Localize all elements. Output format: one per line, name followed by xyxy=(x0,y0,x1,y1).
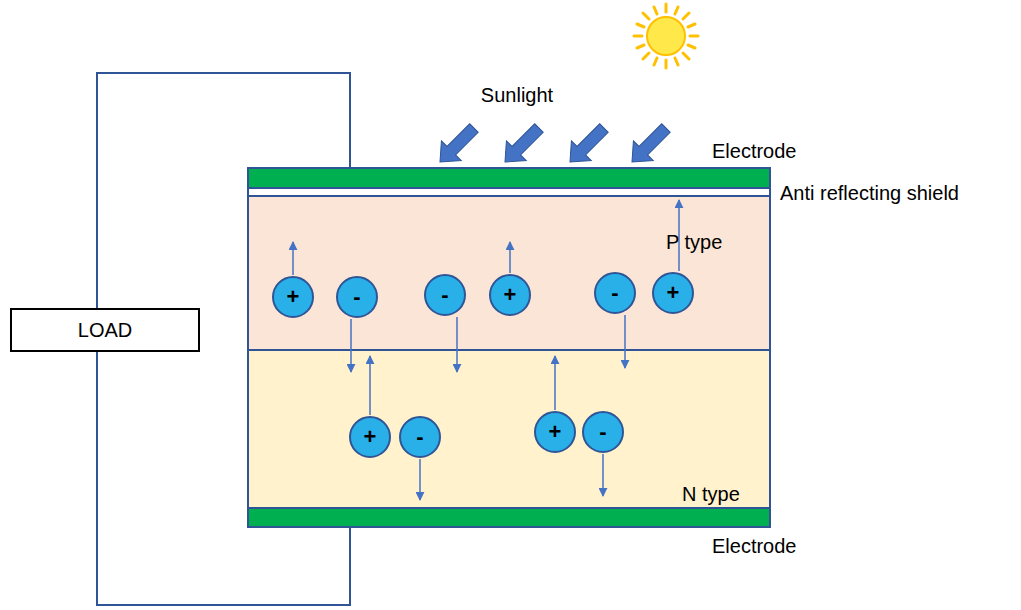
charge-carrier: - xyxy=(424,274,466,316)
layer-label: P type xyxy=(666,232,722,252)
load-label: LOAD xyxy=(78,320,132,340)
charge-carrier: + xyxy=(534,411,576,453)
charge-sign: - xyxy=(611,282,618,304)
charge-carrier: + xyxy=(272,276,314,318)
charge-carrier: - xyxy=(336,276,378,318)
p-type-layer xyxy=(248,196,770,350)
charge-sign: - xyxy=(416,426,423,448)
charge-carrier: + xyxy=(652,272,694,314)
charge-carrier: - xyxy=(582,411,624,453)
charge-sign: + xyxy=(504,284,517,306)
charge-carrier: - xyxy=(594,272,636,314)
charge-carrier: + xyxy=(349,416,391,458)
semiconductor-layer: N type + - + - xyxy=(248,350,770,508)
charge-sign: + xyxy=(287,286,300,308)
charge-carrier: + xyxy=(489,274,531,316)
charge-carrier: - xyxy=(399,416,441,458)
anti-reflecting-shield xyxy=(248,188,770,196)
top-electrode xyxy=(248,168,770,188)
electrode-label: Electrode xyxy=(712,140,797,163)
shield-label: Anti reflecting shield xyxy=(780,182,959,205)
charge-sign: + xyxy=(364,426,377,448)
n-type-layer xyxy=(248,350,770,508)
charge-sign: - xyxy=(599,421,606,443)
bottom-electrode xyxy=(248,508,770,527)
charge-sign: - xyxy=(353,286,360,308)
sunlight-arrow xyxy=(430,118,676,172)
charge-sign: - xyxy=(441,284,448,306)
electrode-label: Electrode xyxy=(712,535,797,558)
layer-label: N type xyxy=(682,484,740,504)
sun-symbol xyxy=(634,4,698,68)
sunlight-label: Sunlight xyxy=(481,84,553,107)
charge-sign: + xyxy=(549,421,562,443)
carrier-arrow xyxy=(293,200,679,500)
semiconductor-layer: P type + - - + - + xyxy=(248,196,770,350)
load-box: LOAD xyxy=(10,308,200,352)
charge-sign: + xyxy=(667,282,680,304)
